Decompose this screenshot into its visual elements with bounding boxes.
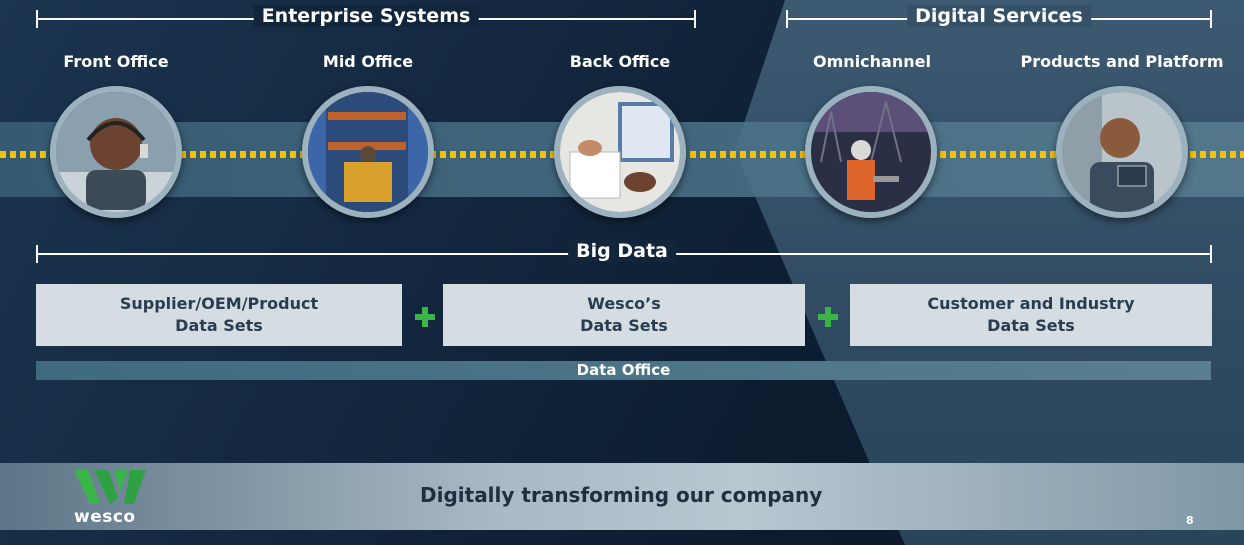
supplier-datasets-line1: Supplier/OEM/Product [119,294,319,313]
enterprise-systems-label: Enterprise Systems [253,5,479,27]
omnichannel-photo [805,86,937,218]
front-office-photo [50,86,182,218]
products-platform-label: Products and Platform [1020,52,1224,71]
products-platform-photo [1056,86,1188,218]
front-office-label: Front Office [63,52,169,71]
supplier-datasets-line2: Data Sets [175,316,263,335]
big-data-label: Big Data [568,240,676,262]
wesco-logo-icon [74,470,146,504]
mid-office-photo [302,86,434,218]
omnichannel-label: Omnichannel [813,52,931,71]
back-office-label: Back Office [569,52,671,71]
customer-datasets-box: Customer and Industry Data Sets [850,284,1212,346]
back-office-photo [554,86,686,218]
plus-icon [818,307,838,327]
customer-datasets-line1: Customer and Industry [927,294,1135,313]
customer-datasets-line2: Data Sets [987,316,1075,335]
footer-title: Digitally transforming our company [420,483,823,507]
wesco-datasets-line2: Data Sets [580,316,668,335]
digital-services-bracket: Digital Services [786,5,1212,28]
wesco-datasets-box: Wesco’s Data Sets [443,284,805,346]
footer-bar: wesco Digitally transforming our company… [0,463,1244,530]
big-data-bracket: Big Data [36,240,1212,263]
digital-services-label: Digital Services [907,5,1091,27]
wesco-datasets-line1: Wesco’s [587,294,661,313]
page-number: 8 [1186,514,1194,527]
data-office-bar: Data Office [36,361,1211,380]
wesco-logo-text: wesco [74,507,136,527]
supplier-datasets-box: Supplier/OEM/Product Data Sets [36,284,402,346]
mid-office-label: Mid Office [322,52,414,71]
plus-icon [415,307,435,327]
enterprise-systems-bracket: Enterprise Systems [36,5,696,28]
